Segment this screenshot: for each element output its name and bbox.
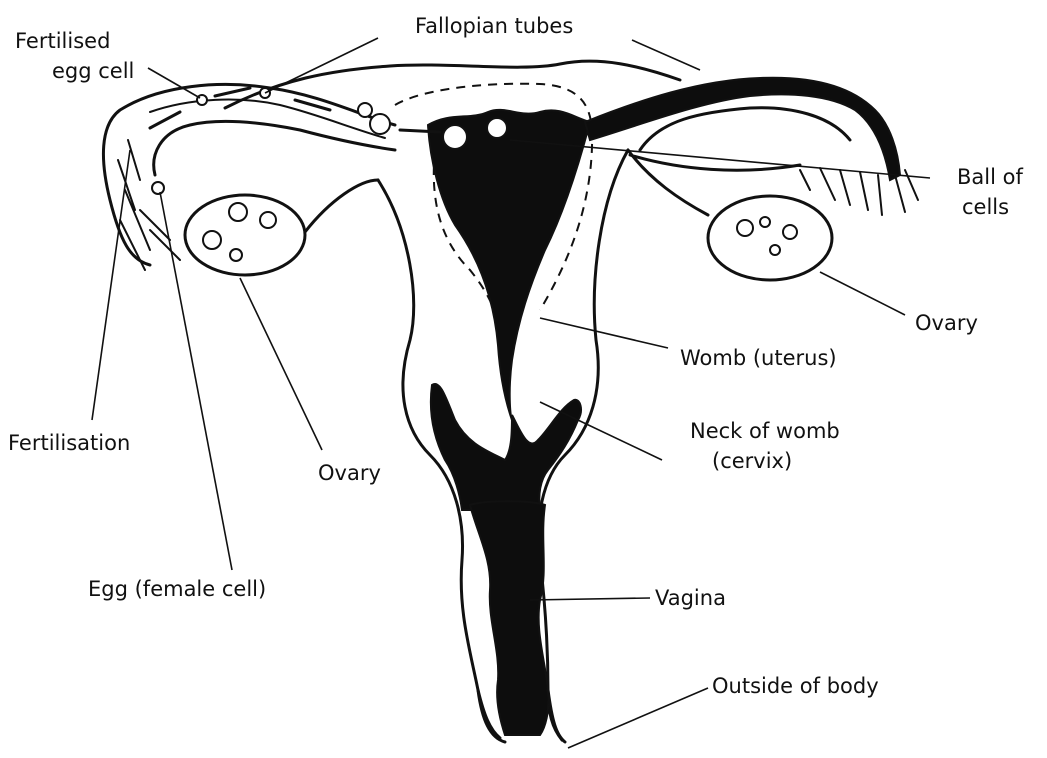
label-ball-of-cells-line2: cells [962, 195, 1009, 219]
ball-of-cells [487, 118, 507, 138]
right-ovary-follicle-1 [737, 220, 753, 236]
label-ovary-right: Ovary [915, 311, 978, 335]
egg-cell-near-ovary [152, 182, 164, 194]
dividing-cell-3 [443, 125, 467, 149]
leader-fertilisation [92, 150, 130, 420]
label-outside-of-body: Outside of body [712, 674, 879, 698]
leader-womb [540, 318, 668, 348]
label-neck-of-womb-line1: Neck of womb [690, 419, 840, 443]
right-ligament [628, 150, 708, 215]
uterus-fundus-outline [225, 61, 680, 108]
left-ovary-follicle-4 [230, 249, 242, 261]
leader-outside-of-body [568, 688, 708, 748]
left-tube-inner-channel [150, 100, 385, 138]
label-fertilised-egg-line1: Fertilised [15, 29, 110, 53]
leader-ovary-right [820, 272, 905, 315]
label-fallopian-tubes: Fallopian tubes [415, 14, 573, 38]
left-ligament [305, 180, 378, 232]
leader-egg-female-cell [160, 192, 232, 570]
left-ovary-follicle-3 [203, 231, 221, 249]
label-vagina: Vagina [655, 586, 726, 610]
right-ovary-follicle-4 [770, 245, 780, 255]
dividing-cell-2 [370, 114, 390, 134]
dividing-cell-1 [358, 103, 372, 117]
arrow-tube-1 [150, 112, 180, 128]
leader-ovary-left [240, 278, 322, 450]
right-fallopian-tube [585, 78, 900, 180]
leader-fallopian-tubes-right [632, 40, 700, 70]
arrow-tube-4 [400, 130, 440, 132]
label-egg-female-cell: Egg (female cell) [88, 577, 266, 601]
left-ovary-follicle-2 [260, 212, 276, 228]
uterine-cavity [428, 110, 590, 420]
right-ovary [708, 196, 832, 280]
leader-vagina [530, 598, 650, 600]
label-ovary-left: Ovary [318, 461, 381, 485]
left-ovary-follicle-1 [229, 203, 247, 221]
right-ovary-follicle-2 [760, 217, 770, 227]
label-ball-of-cells-line1: Ball of [957, 165, 1023, 189]
label-fertilised-egg-line2: egg cell [52, 59, 134, 83]
label-neck-of-womb-line2: (cervix) [712, 449, 792, 473]
right-ovary-follicle-3 [783, 225, 797, 239]
leader-fallopian-tubes-left [265, 38, 378, 93]
label-fertilisation: Fertilisation [8, 431, 130, 455]
left-fallopian-tube [103, 84, 395, 265]
arrow-tube-2 [215, 88, 250, 96]
label-womb: Womb (uterus) [680, 346, 837, 370]
